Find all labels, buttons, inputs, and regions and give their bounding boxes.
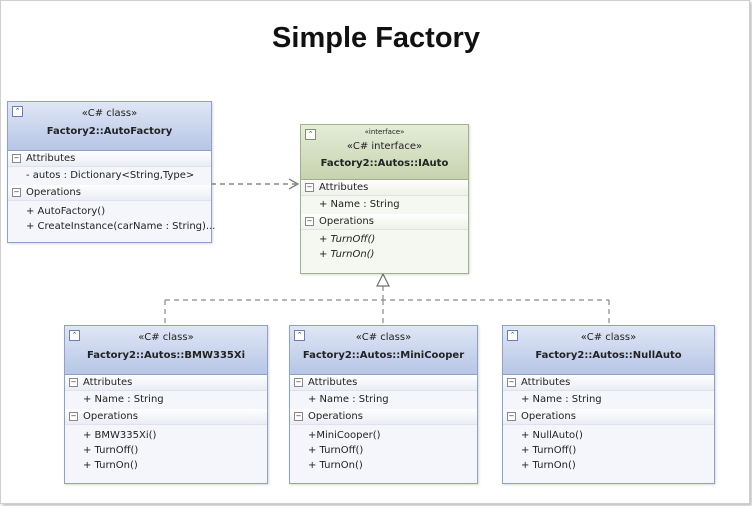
operation-row: + TurnOn() [319, 249, 375, 260]
collapse-minus-icon[interactable]: − [294, 378, 303, 387]
operation-row: + TurnOff() [521, 445, 577, 456]
class-header: ⌃ «C# class» Factory2::Autos::NullAuto [503, 326, 714, 375]
operation-row: + TurnOff() [319, 234, 376, 245]
collapse-minus-icon[interactable]: − [69, 378, 78, 387]
operation-row: + TurnOn() [521, 460, 576, 471]
attributes-section-header[interactable]: −Attributes [301, 180, 468, 196]
operation-row: +MiniCooper() [308, 430, 381, 441]
stereotype-label: «C# interface» [346, 141, 423, 152]
stereotype-label: «C# class» [81, 108, 138, 119]
interface-header: ⌃ «interface» «C# interface» Factory2::A… [301, 125, 468, 180]
class-nullauto[interactable]: ⌃ «C# class» Factory2::Autos::NullAuto −… [502, 325, 715, 484]
class-bmw335xi[interactable]: ⌃ «C# class» Factory2::Autos::BMW335Xi −… [64, 325, 268, 484]
attributes-section-header[interactable]: −Attributes [290, 375, 477, 391]
operation-row: + TurnOff() [308, 445, 364, 456]
operations-section-header[interactable]: −Operations [65, 409, 267, 425]
interface-iauto[interactable]: ⌃ «interface» «C# interface» Factory2::A… [300, 124, 469, 274]
operation-row: + TurnOn() [308, 460, 363, 471]
diagram-title: Simple Factory [272, 22, 480, 54]
collapse-icon[interactable]: ⌃ [69, 330, 80, 341]
operations-section-header[interactable]: −Operations [503, 409, 714, 425]
class-name: Factory2::Autos::MiniCooper [302, 350, 465, 361]
section-label: Operations [26, 187, 81, 198]
class-minicooper[interactable]: ⌃ «C# class» Factory2::Autos::MiniCooper… [289, 325, 478, 484]
collapse-minus-icon[interactable]: − [507, 412, 516, 421]
realization-arrowhead [376, 272, 390, 287]
section-label: Attributes [26, 153, 76, 164]
class-name: Factory2::Autos::BMW335Xi [86, 350, 246, 361]
class-header: ⌃ «C# class» Factory2::Autos::BMW335Xi [65, 326, 267, 375]
attribute-row: + Name : String [308, 394, 389, 405]
collapse-minus-icon[interactable]: − [507, 378, 516, 387]
section-label: Operations [521, 411, 576, 422]
class-autofactory[interactable]: ⌃ «C# class» Factory2::AutoFactory −Attr… [7, 101, 216, 243]
stereotype-small-label: «interface» [364, 128, 405, 136]
section-label: Operations [319, 216, 374, 227]
collapse-minus-icon[interactable]: − [12, 188, 21, 197]
stereotype-label: «C# class» [580, 332, 637, 343]
operations-section-header[interactable]: −Operations [301, 214, 468, 230]
section-label: Operations [308, 411, 363, 422]
stereotype-label: «C# class» [355, 332, 412, 343]
operation-row: + NullAuto() [521, 430, 583, 441]
class-name: Factory2::AutoFactory [46, 126, 173, 137]
section-label: Attributes [319, 182, 369, 193]
operation-row: + AutoFactory() [26, 206, 106, 217]
attribute-row: + Name : String [83, 394, 164, 405]
attributes-section-header[interactable]: −Attributes [65, 375, 267, 391]
operations-section-header[interactable]: −Operations [8, 185, 211, 201]
operation-row: + CreateInstance(carName : String)... [26, 221, 216, 232]
interface-name: Factory2::Autos::IAuto [320, 158, 449, 169]
dependency-arrowhead [288, 178, 300, 190]
section-label: Attributes [308, 377, 358, 388]
operations-section-header[interactable]: −Operations [290, 409, 477, 425]
collapse-minus-icon[interactable]: − [12, 154, 21, 163]
operation-row: + TurnOn() [83, 460, 138, 471]
collapse-minus-icon[interactable]: − [305, 217, 314, 226]
attributes-section-header[interactable]: −Attributes [8, 151, 211, 167]
collapse-icon[interactable]: ⌃ [305, 129, 316, 140]
section-label: Attributes [521, 377, 571, 388]
attribute-row: + Name : String [521, 394, 602, 405]
collapse-icon[interactable]: ⌃ [294, 330, 305, 341]
class-header: ⌃ «C# class» Factory2::Autos::MiniCooper [290, 326, 477, 375]
section-label: Operations [83, 411, 138, 422]
section-label: Attributes [83, 377, 133, 388]
stereotype-label: «C# class» [138, 332, 194, 343]
operation-row: + BMW335Xi() [83, 430, 157, 441]
collapse-minus-icon[interactable]: − [294, 412, 303, 421]
collapse-minus-icon[interactable]: − [305, 183, 314, 192]
class-header: ⌃ «C# class» Factory2::AutoFactory [8, 102, 211, 151]
attributes-section-header[interactable]: −Attributes [503, 375, 714, 391]
attribute-row: - autos : Dictionary<String,Type> [26, 170, 195, 181]
operation-row: + TurnOff() [83, 445, 139, 456]
collapse-minus-icon[interactable]: − [69, 412, 78, 421]
attribute-row: + Name : String [319, 199, 400, 210]
collapse-icon[interactable]: ⌃ [12, 106, 23, 117]
collapse-icon[interactable]: ⌃ [507, 330, 518, 341]
class-name: Factory2::Autos::NullAuto [535, 350, 682, 361]
